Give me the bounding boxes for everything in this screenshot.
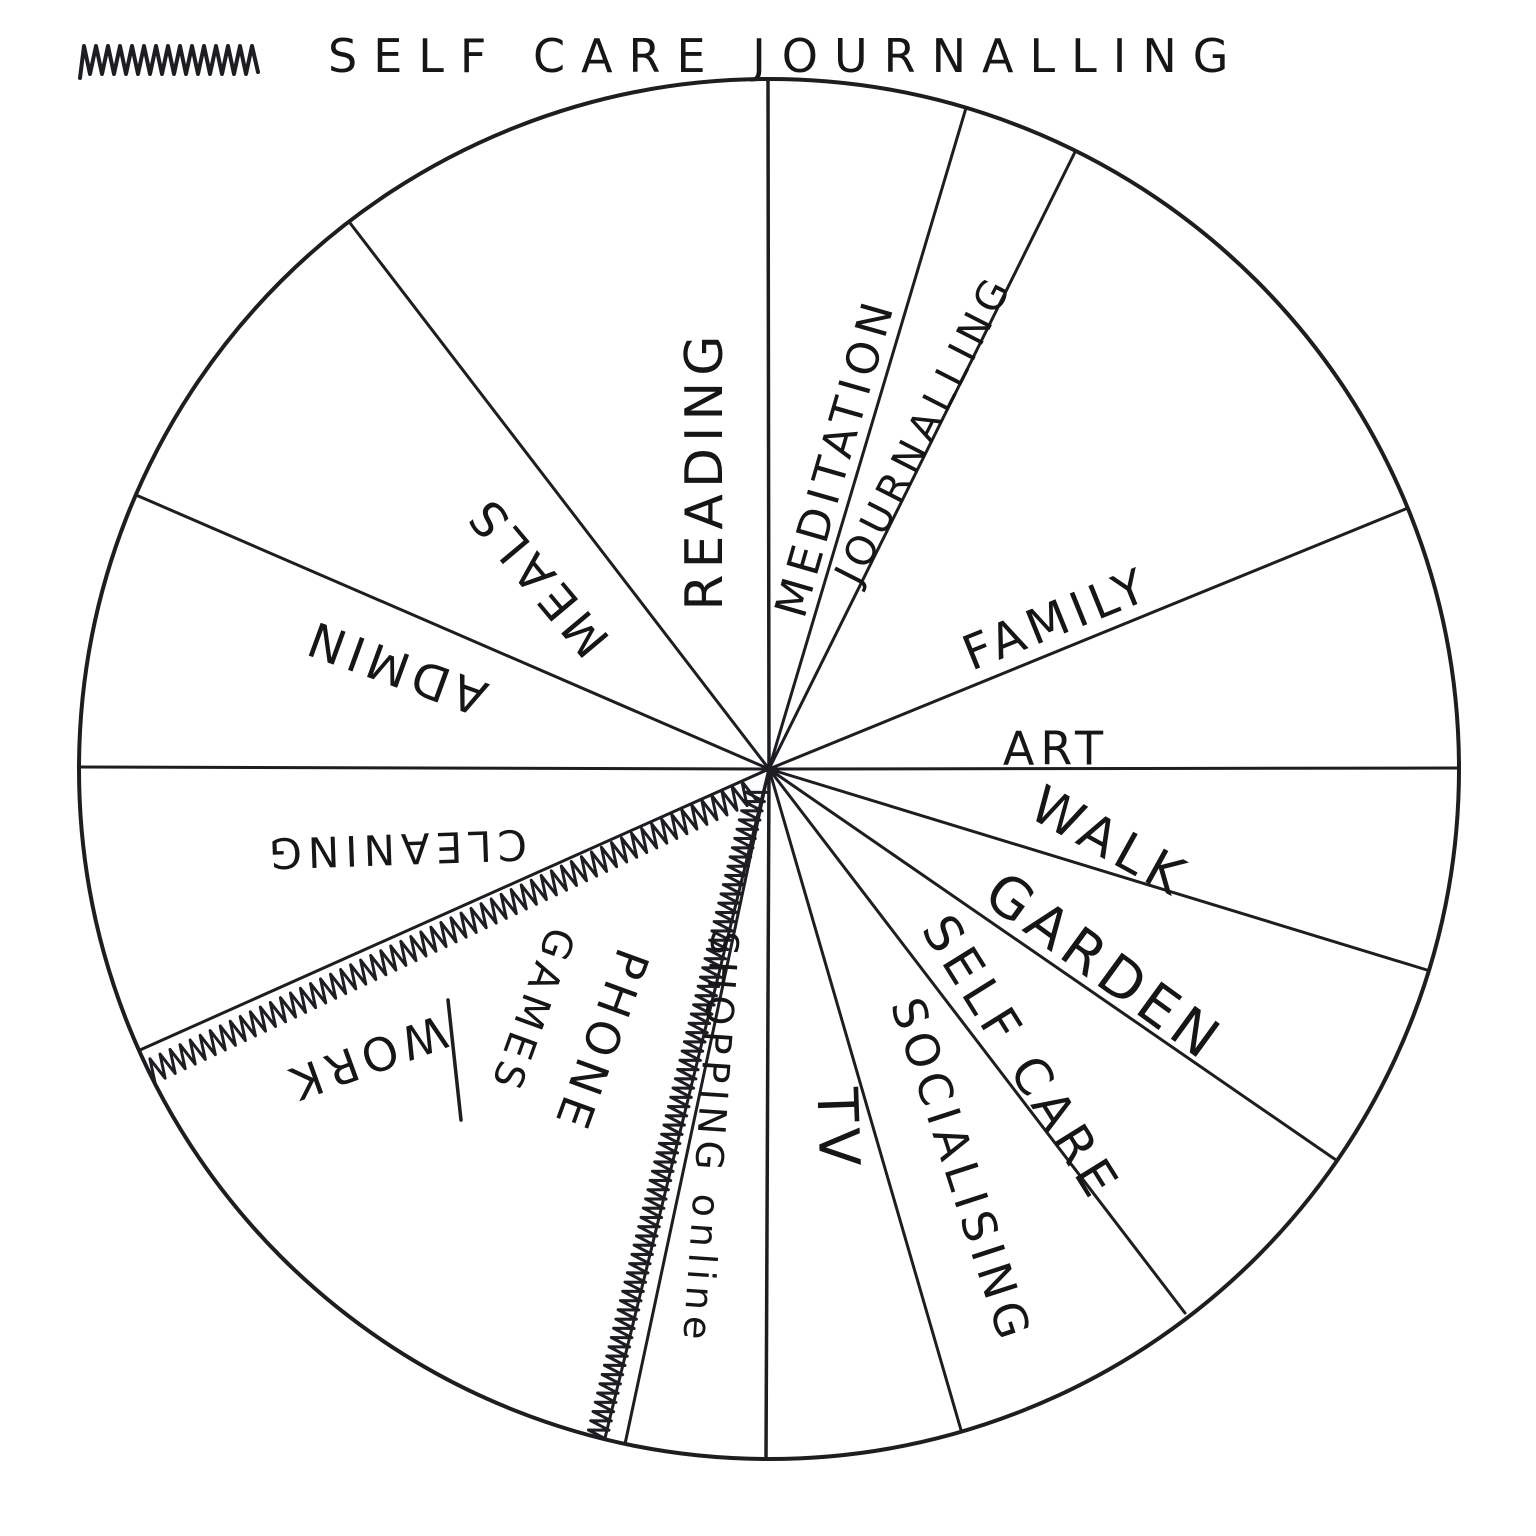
divider-line [134, 493, 771, 771]
divider-line [764, 767, 771, 1461]
divider-line [767, 506, 1410, 771]
divider-line [766, 78, 771, 771]
divider-line [623, 767, 771, 1446]
divider-line [767, 767, 1429, 972]
divider-line [767, 150, 1077, 771]
divider-line [767, 766, 1461, 771]
section-label: MEALS [455, 484, 621, 667]
zigzag-scribble [586, 790, 769, 1441]
divider-line [767, 106, 968, 771]
section-label: TV [803, 1086, 871, 1174]
section-label: CLEANING [262, 820, 527, 878]
section-label: FAMILY [955, 556, 1159, 682]
divider-line [767, 767, 1187, 1315]
center-hub [765, 765, 773, 773]
page-title: SELF CARE JOURNALLING [328, 29, 1244, 83]
zigzag-scribble [148, 780, 759, 1085]
slash-separator [446, 998, 463, 1122]
divider-line [348, 221, 771, 771]
divider-line [138, 767, 771, 1052]
section-label: WORK [278, 1004, 454, 1112]
title-scribble [78, 44, 260, 80]
section-label: ADMIN [296, 608, 495, 726]
divider-line [767, 767, 1338, 1162]
section-label: SHOPPING online [674, 929, 747, 1347]
divider-line [767, 767, 963, 1432]
section-label: ART [1003, 722, 1109, 776]
section-label: READING [675, 329, 735, 610]
divider-line [77, 765, 771, 771]
